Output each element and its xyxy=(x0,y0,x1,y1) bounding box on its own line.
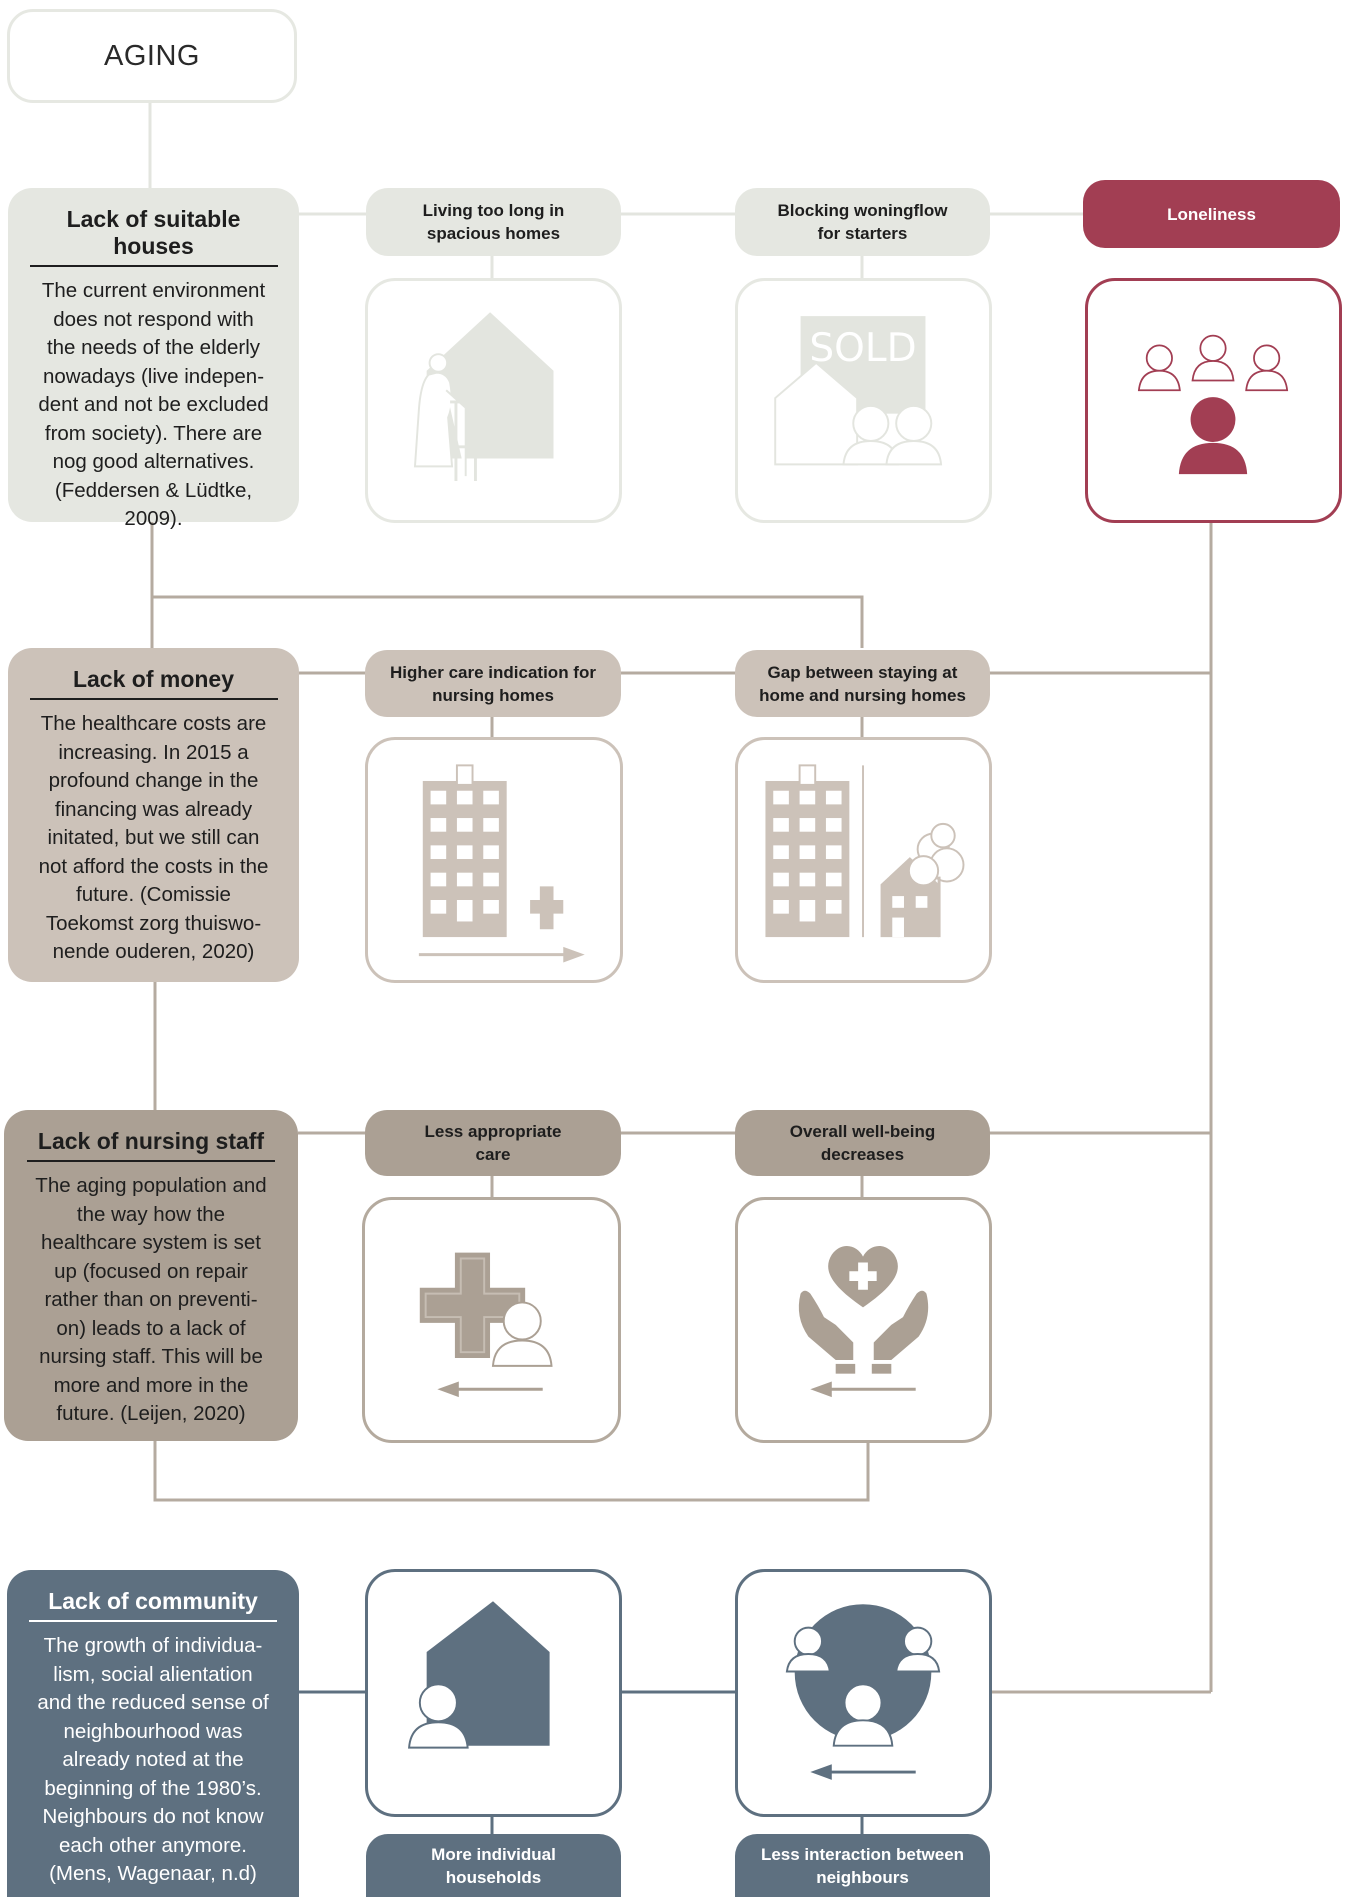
house-person-card xyxy=(365,1569,622,1817)
effect-loneliness: Loneliness xyxy=(1083,180,1340,248)
cause-title: Lack of suitable houses xyxy=(29,206,278,267)
heart-hands-card xyxy=(735,1197,992,1443)
care-cross-person-icon xyxy=(419,1252,553,1398)
hospital-plus-card xyxy=(365,737,623,983)
house-elderly-icon xyxy=(413,312,554,481)
hospital-home-card xyxy=(735,737,992,983)
cause-title: Lack of money xyxy=(29,666,278,700)
loneliness-people-icon xyxy=(1137,334,1289,475)
cause-lack-of-nursing-staff: Lack of nursing staff The aging populati… xyxy=(4,1110,298,1441)
cause-description: The growth of individua-lism, social ali… xyxy=(37,1634,269,1885)
cause-lack-of-suitable-houses: Lack of suitable houses The current envi… xyxy=(8,188,299,530)
aging-label: AGING xyxy=(104,39,200,72)
sold-sign-icon: SOLD xyxy=(774,316,943,466)
house-person-icon xyxy=(408,1601,550,1749)
neighbours-circle-icon xyxy=(785,1604,941,1780)
sold-text: SOLD xyxy=(809,326,916,371)
cause-title: Lack of community xyxy=(29,1588,277,1622)
cause-lack-of-community: Lack of community The growth of individu… xyxy=(7,1570,299,1897)
sold-sign-card: SOLD xyxy=(735,278,992,523)
house-elderly-card xyxy=(365,278,622,523)
hospital-home-icon xyxy=(765,764,965,938)
cause-title: Lack of nursing staff xyxy=(27,1128,275,1162)
aging-root-node: AGING xyxy=(7,9,297,103)
loneliness-card xyxy=(1085,278,1342,523)
care-cross-card xyxy=(362,1197,621,1443)
neighbours-circle-card xyxy=(735,1569,992,1817)
heart-hands-icon xyxy=(798,1245,929,1398)
hospital-plus-icon xyxy=(418,764,585,963)
